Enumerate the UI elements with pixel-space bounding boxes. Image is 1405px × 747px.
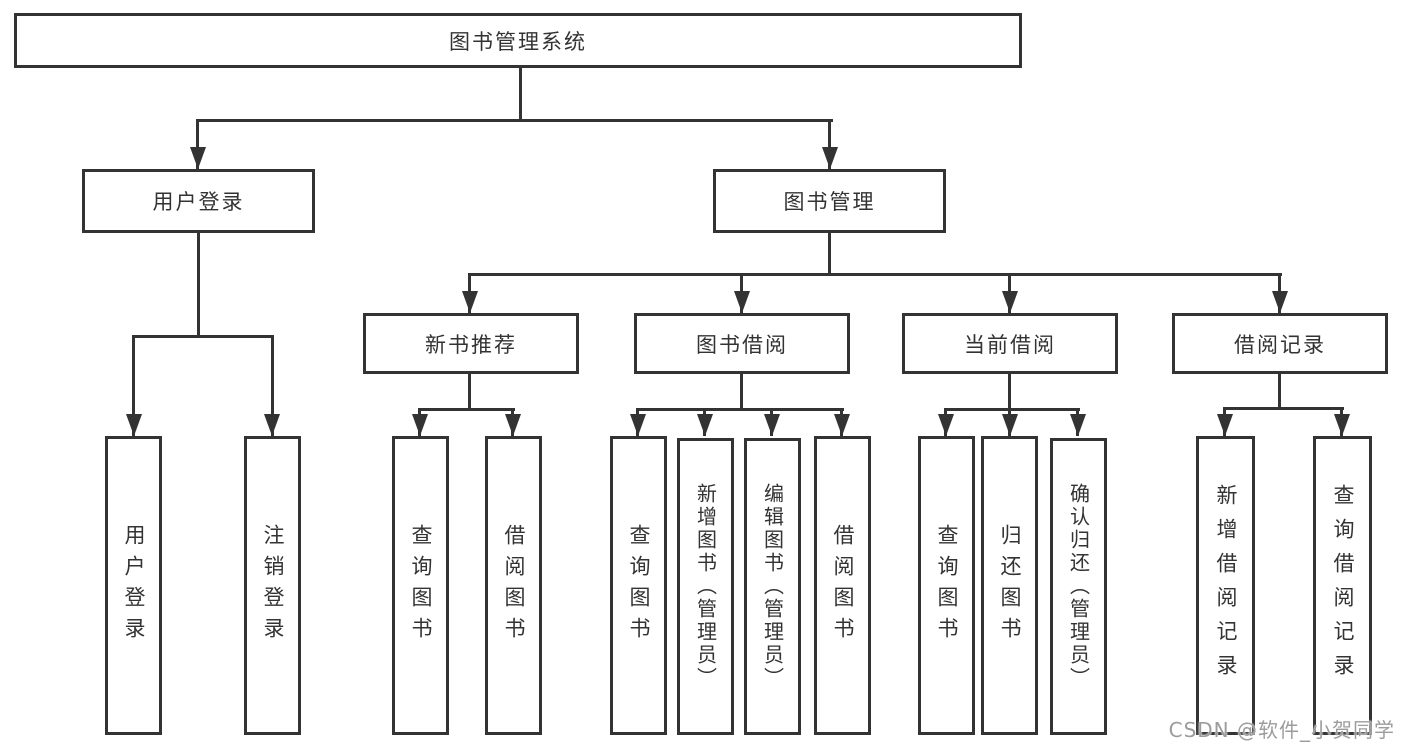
connector-line bbox=[132, 335, 274, 338]
connector-line bbox=[468, 374, 471, 408]
arrow-down-icon bbox=[505, 414, 521, 436]
arrow-down-icon bbox=[1002, 291, 1018, 313]
leaf-label: 查询图书 bbox=[627, 523, 651, 648]
leaf-label: 新增借阅记录 bbox=[1214, 483, 1238, 688]
arrow-down-icon bbox=[822, 147, 838, 169]
arrow-down-icon bbox=[1070, 414, 1086, 436]
node-label: 新书推荐 bbox=[425, 332, 517, 357]
leaf-return-books: 归还图书 bbox=[981, 436, 1038, 735]
connector-line bbox=[740, 374, 743, 408]
connector-line bbox=[519, 68, 522, 119]
node-current-borrowing: 当前借阅 bbox=[902, 313, 1118, 374]
leaf-add-borrow-record: 新增借阅记录 bbox=[1196, 436, 1255, 735]
leaf-label: 借阅图书 bbox=[831, 523, 855, 648]
node-book-management-system: 图书管理系统 bbox=[14, 13, 1022, 68]
arrow-down-icon bbox=[126, 414, 142, 436]
leaf-add-books-admin: 新增图书（管理员） bbox=[677, 438, 734, 735]
connector-line bbox=[1223, 407, 1344, 410]
leaf-label: 用户登录 bbox=[122, 523, 146, 648]
leaf-borrow-books: 借阅图书 bbox=[814, 436, 871, 735]
leaf-label: 借阅图书 bbox=[502, 523, 526, 648]
leaf-label: 注销登录 bbox=[261, 523, 285, 648]
connector-line bbox=[828, 119, 831, 169]
leaf-label: 查询借阅记录 bbox=[1331, 483, 1355, 688]
leaf-label: 编辑图书（管理员） bbox=[760, 483, 785, 690]
node-label: 用户登录 bbox=[152, 190, 245, 214]
arrow-down-icon bbox=[764, 414, 780, 436]
leaf-label: 新增图书（管理员） bbox=[693, 483, 718, 690]
arrow-down-icon bbox=[1217, 414, 1233, 436]
node-label: 借阅记录 bbox=[1234, 332, 1326, 357]
connector-line bbox=[196, 119, 199, 169]
connector-line bbox=[271, 335, 274, 436]
leaf-logout: 注销登录 bbox=[244, 436, 301, 735]
arrow-down-icon bbox=[1272, 291, 1288, 313]
arrow-down-icon bbox=[190, 147, 206, 169]
leaf-query-borrow-record: 查询借阅记录 bbox=[1313, 436, 1372, 735]
leaf-confirm-return-admin: 确认归还（管理员） bbox=[1050, 438, 1107, 735]
connector-line bbox=[132, 335, 135, 436]
leaf-edit-books-admin: 编辑图书（管理员） bbox=[744, 438, 801, 735]
connector-line bbox=[944, 408, 1080, 411]
node-borrowing-records: 借阅记录 bbox=[1172, 313, 1388, 374]
leaf-query-books-recommend: 查询图书 bbox=[392, 436, 449, 735]
node-user-login: 用户登录 bbox=[82, 169, 315, 233]
leaf-user-login: 用户登录 bbox=[105, 436, 162, 735]
arrow-down-icon bbox=[1334, 414, 1350, 436]
connector-line bbox=[469, 273, 1282, 276]
connector-line bbox=[197, 119, 833, 122]
arrow-down-icon bbox=[938, 414, 954, 436]
arrow-down-icon bbox=[462, 291, 478, 313]
node-new-book-recommend: 新书推荐 bbox=[363, 313, 579, 374]
arrow-down-icon bbox=[630, 414, 646, 436]
node-label: 当前借阅 bbox=[964, 332, 1056, 357]
leaf-query-books-current: 查询图书 bbox=[918, 436, 975, 735]
leaf-label: 确认归还（管理员） bbox=[1066, 483, 1091, 690]
leaf-borrow-books-recommend: 借阅图书 bbox=[485, 436, 542, 735]
leaf-label: 查询图书 bbox=[409, 523, 433, 648]
leaf-label: 查询图书 bbox=[935, 523, 959, 648]
connector-line bbox=[637, 408, 844, 411]
csdn-watermark: CSDN @软件_小贺同学 bbox=[1168, 718, 1395, 742]
node-label: 图书管理 bbox=[783, 190, 876, 214]
arrow-down-icon bbox=[412, 414, 428, 436]
leaf-label: 归还图书 bbox=[998, 523, 1022, 648]
connector-line bbox=[828, 233, 831, 273]
arrow-down-icon bbox=[1002, 414, 1018, 436]
arrow-down-icon bbox=[734, 291, 750, 313]
arrow-down-icon bbox=[697, 414, 713, 436]
node-label: 图书管理系统 bbox=[449, 29, 587, 54]
arrow-down-icon bbox=[834, 414, 850, 436]
node-book-borrowing: 图书借阅 bbox=[634, 313, 850, 374]
arrow-down-icon bbox=[264, 414, 280, 436]
leaf-query-books-borrowing: 查询图书 bbox=[610, 436, 667, 735]
connector-line bbox=[419, 408, 515, 411]
node-book-management: 图书管理 bbox=[713, 169, 946, 233]
connector-line bbox=[197, 233, 200, 335]
node-label: 图书借阅 bbox=[696, 332, 788, 357]
connector-line bbox=[1008, 374, 1011, 408]
connector-line bbox=[1278, 374, 1281, 407]
